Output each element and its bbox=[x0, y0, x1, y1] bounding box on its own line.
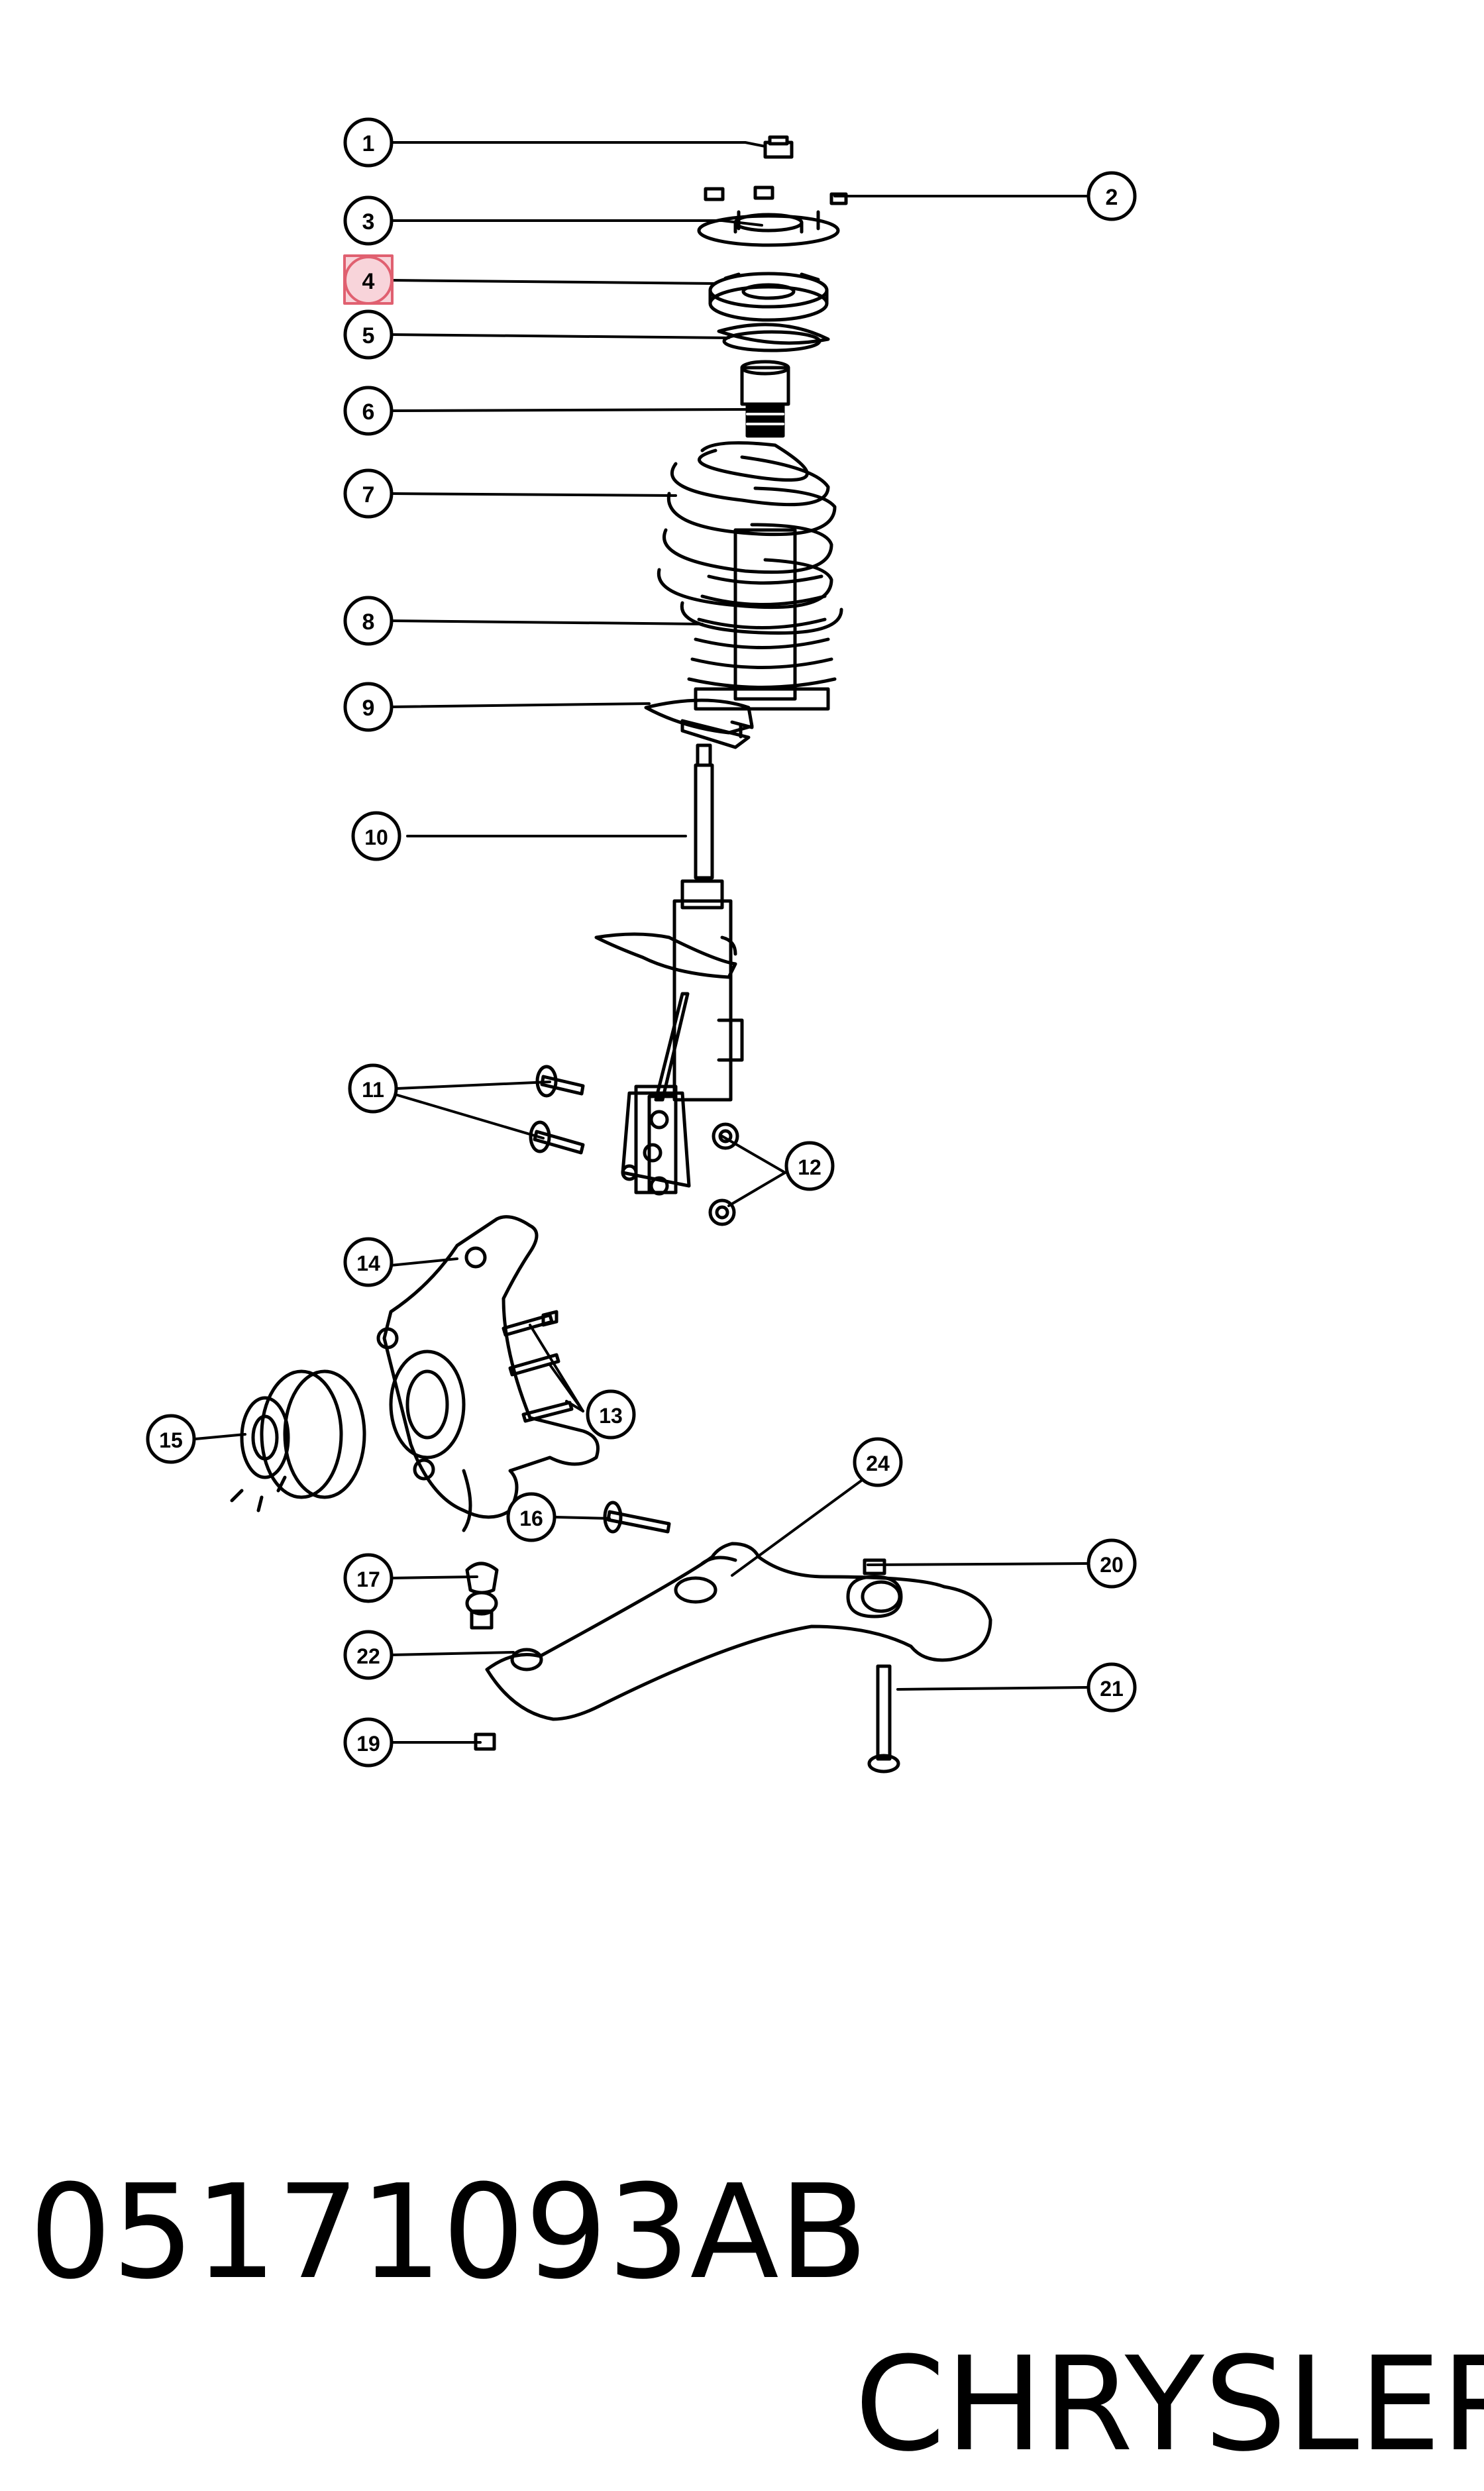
callout-4[interactable]: 4 bbox=[344, 256, 393, 305]
callout-13[interactable]: 13 bbox=[586, 1389, 636, 1440]
hub-bearing bbox=[230, 1369, 366, 1512]
callout-number: 6 bbox=[362, 399, 375, 425]
callout-16[interactable]: 16 bbox=[506, 1492, 556, 1542]
callout-number: 7 bbox=[362, 482, 375, 507]
knuckle-bolts bbox=[502, 1310, 574, 1423]
strut-bolts bbox=[529, 1065, 585, 1155]
lower-isolator bbox=[644, 698, 754, 749]
callout-number: 19 bbox=[356, 1732, 380, 1756]
callout-10[interactable]: 10 bbox=[351, 811, 401, 861]
callout-5[interactable]: 5 bbox=[343, 309, 394, 360]
callout-number: 16 bbox=[519, 1507, 543, 1530]
callout-11[interactable]: 11 bbox=[348, 1063, 398, 1114]
part-label: 05171093AB CHRYSLER bbox=[0, 1974, 1484, 2480]
callout-20[interactable]: 20 bbox=[1086, 1538, 1137, 1589]
callout-number: 1 bbox=[362, 131, 375, 156]
callout-number: 24 bbox=[866, 1452, 890, 1475]
callout-24[interactable]: 24 bbox=[853, 1437, 903, 1487]
callout-14[interactable]: 14 bbox=[343, 1237, 394, 1287]
callout-number: 14 bbox=[356, 1251, 380, 1275]
callout-number: 4 bbox=[362, 269, 375, 294]
bearing bbox=[708, 272, 829, 322]
strut-assembly bbox=[594, 743, 744, 1196]
callout-6[interactable]: 6 bbox=[343, 386, 394, 436]
arm-nut bbox=[863, 1558, 886, 1575]
suspension-exploded-diagram: 1 2 3 4 5 6 7 8 9 10 11 12 bbox=[146, 117, 1137, 1774]
leader-lines bbox=[194, 141, 1088, 1744]
dust-boot bbox=[687, 528, 837, 711]
ball-joint bbox=[465, 1562, 499, 1630]
callout-9[interactable]: 9 bbox=[343, 682, 394, 732]
steering-knuckle bbox=[376, 1215, 600, 1532]
callout-1[interactable]: 1 bbox=[343, 117, 394, 168]
callout-number: 11 bbox=[362, 1078, 384, 1102]
strut-nuts bbox=[708, 1122, 739, 1226]
upper-spring-seat bbox=[717, 323, 830, 352]
callout-number: 21 bbox=[1100, 1677, 1124, 1701]
callout-number: 15 bbox=[159, 1428, 183, 1452]
lower-nut bbox=[474, 1732, 496, 1751]
coil-spring bbox=[657, 441, 843, 635]
brand-name: CHRYSLER bbox=[855, 2329, 1484, 2480]
callout-8[interactable]: 8 bbox=[343, 596, 394, 646]
callout-number: 20 bbox=[1100, 1553, 1124, 1577]
jounce-bumper bbox=[740, 360, 790, 438]
lower-control-arm bbox=[485, 1542, 992, 1721]
callout-number: 2 bbox=[1106, 185, 1118, 210]
callout-number: 17 bbox=[356, 1567, 380, 1591]
callout-number: 10 bbox=[364, 825, 388, 849]
callout-number: 22 bbox=[356, 1644, 380, 1668]
pinch-bolt bbox=[603, 1501, 671, 1534]
upper-strut-mount bbox=[697, 210, 840, 247]
callout-12[interactable]: 12 bbox=[784, 1141, 835, 1191]
callout-3[interactable]: 3 bbox=[343, 195, 394, 246]
callout-7[interactable]: 7 bbox=[343, 468, 394, 519]
callout-number: 12 bbox=[798, 1155, 822, 1179]
callout-21[interactable]: 21 bbox=[1086, 1662, 1137, 1713]
callout-number: 9 bbox=[362, 696, 375, 721]
callout-number: 8 bbox=[362, 610, 375, 635]
callout-number: 5 bbox=[362, 323, 375, 348]
callout-2[interactable]: 2 bbox=[1086, 171, 1137, 221]
callout-17[interactable]: 17 bbox=[343, 1553, 394, 1603]
callout-number: 13 bbox=[599, 1404, 623, 1428]
arm-bolt bbox=[867, 1664, 900, 1774]
mount-nuts bbox=[704, 186, 848, 205]
callout-15[interactable]: 15 bbox=[146, 1414, 196, 1464]
part-number: 05171093AB bbox=[29, 2157, 869, 2308]
callout-22[interactable]: 22 bbox=[343, 1630, 394, 1680]
callout-19[interactable]: 19 bbox=[343, 1717, 394, 1768]
upper-nut bbox=[763, 135, 794, 159]
callout-number: 3 bbox=[362, 209, 375, 235]
